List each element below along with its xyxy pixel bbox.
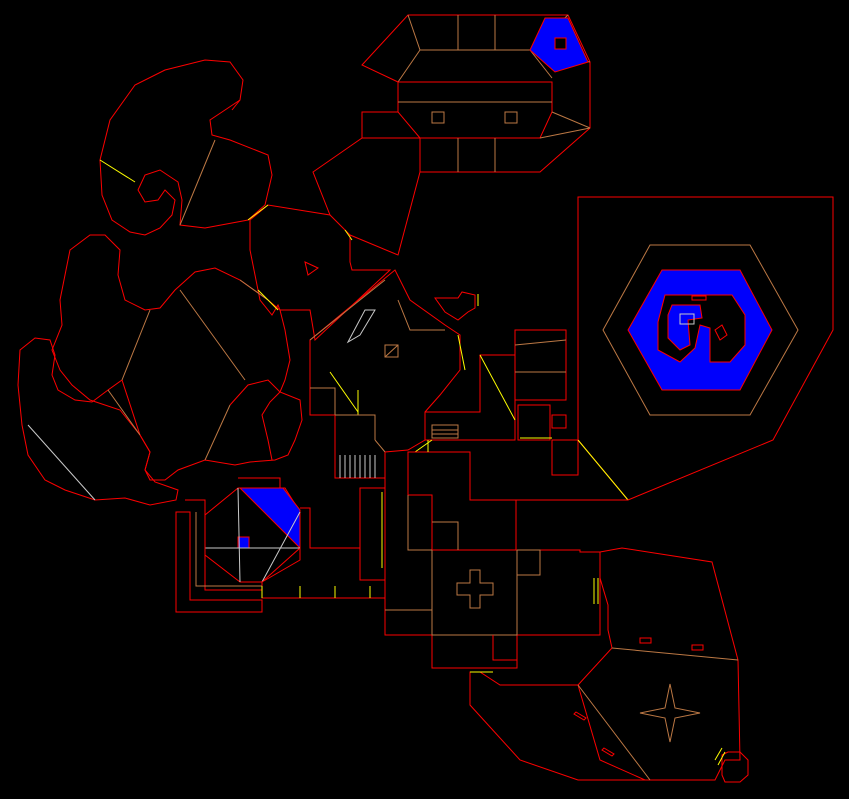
cavern-west <box>17 59 392 506</box>
central-hub <box>309 269 629 669</box>
north-hall <box>312 14 591 256</box>
sw-pool-room <box>175 477 386 613</box>
hexagon-arena <box>577 196 834 501</box>
south-star-room <box>469 547 749 783</box>
